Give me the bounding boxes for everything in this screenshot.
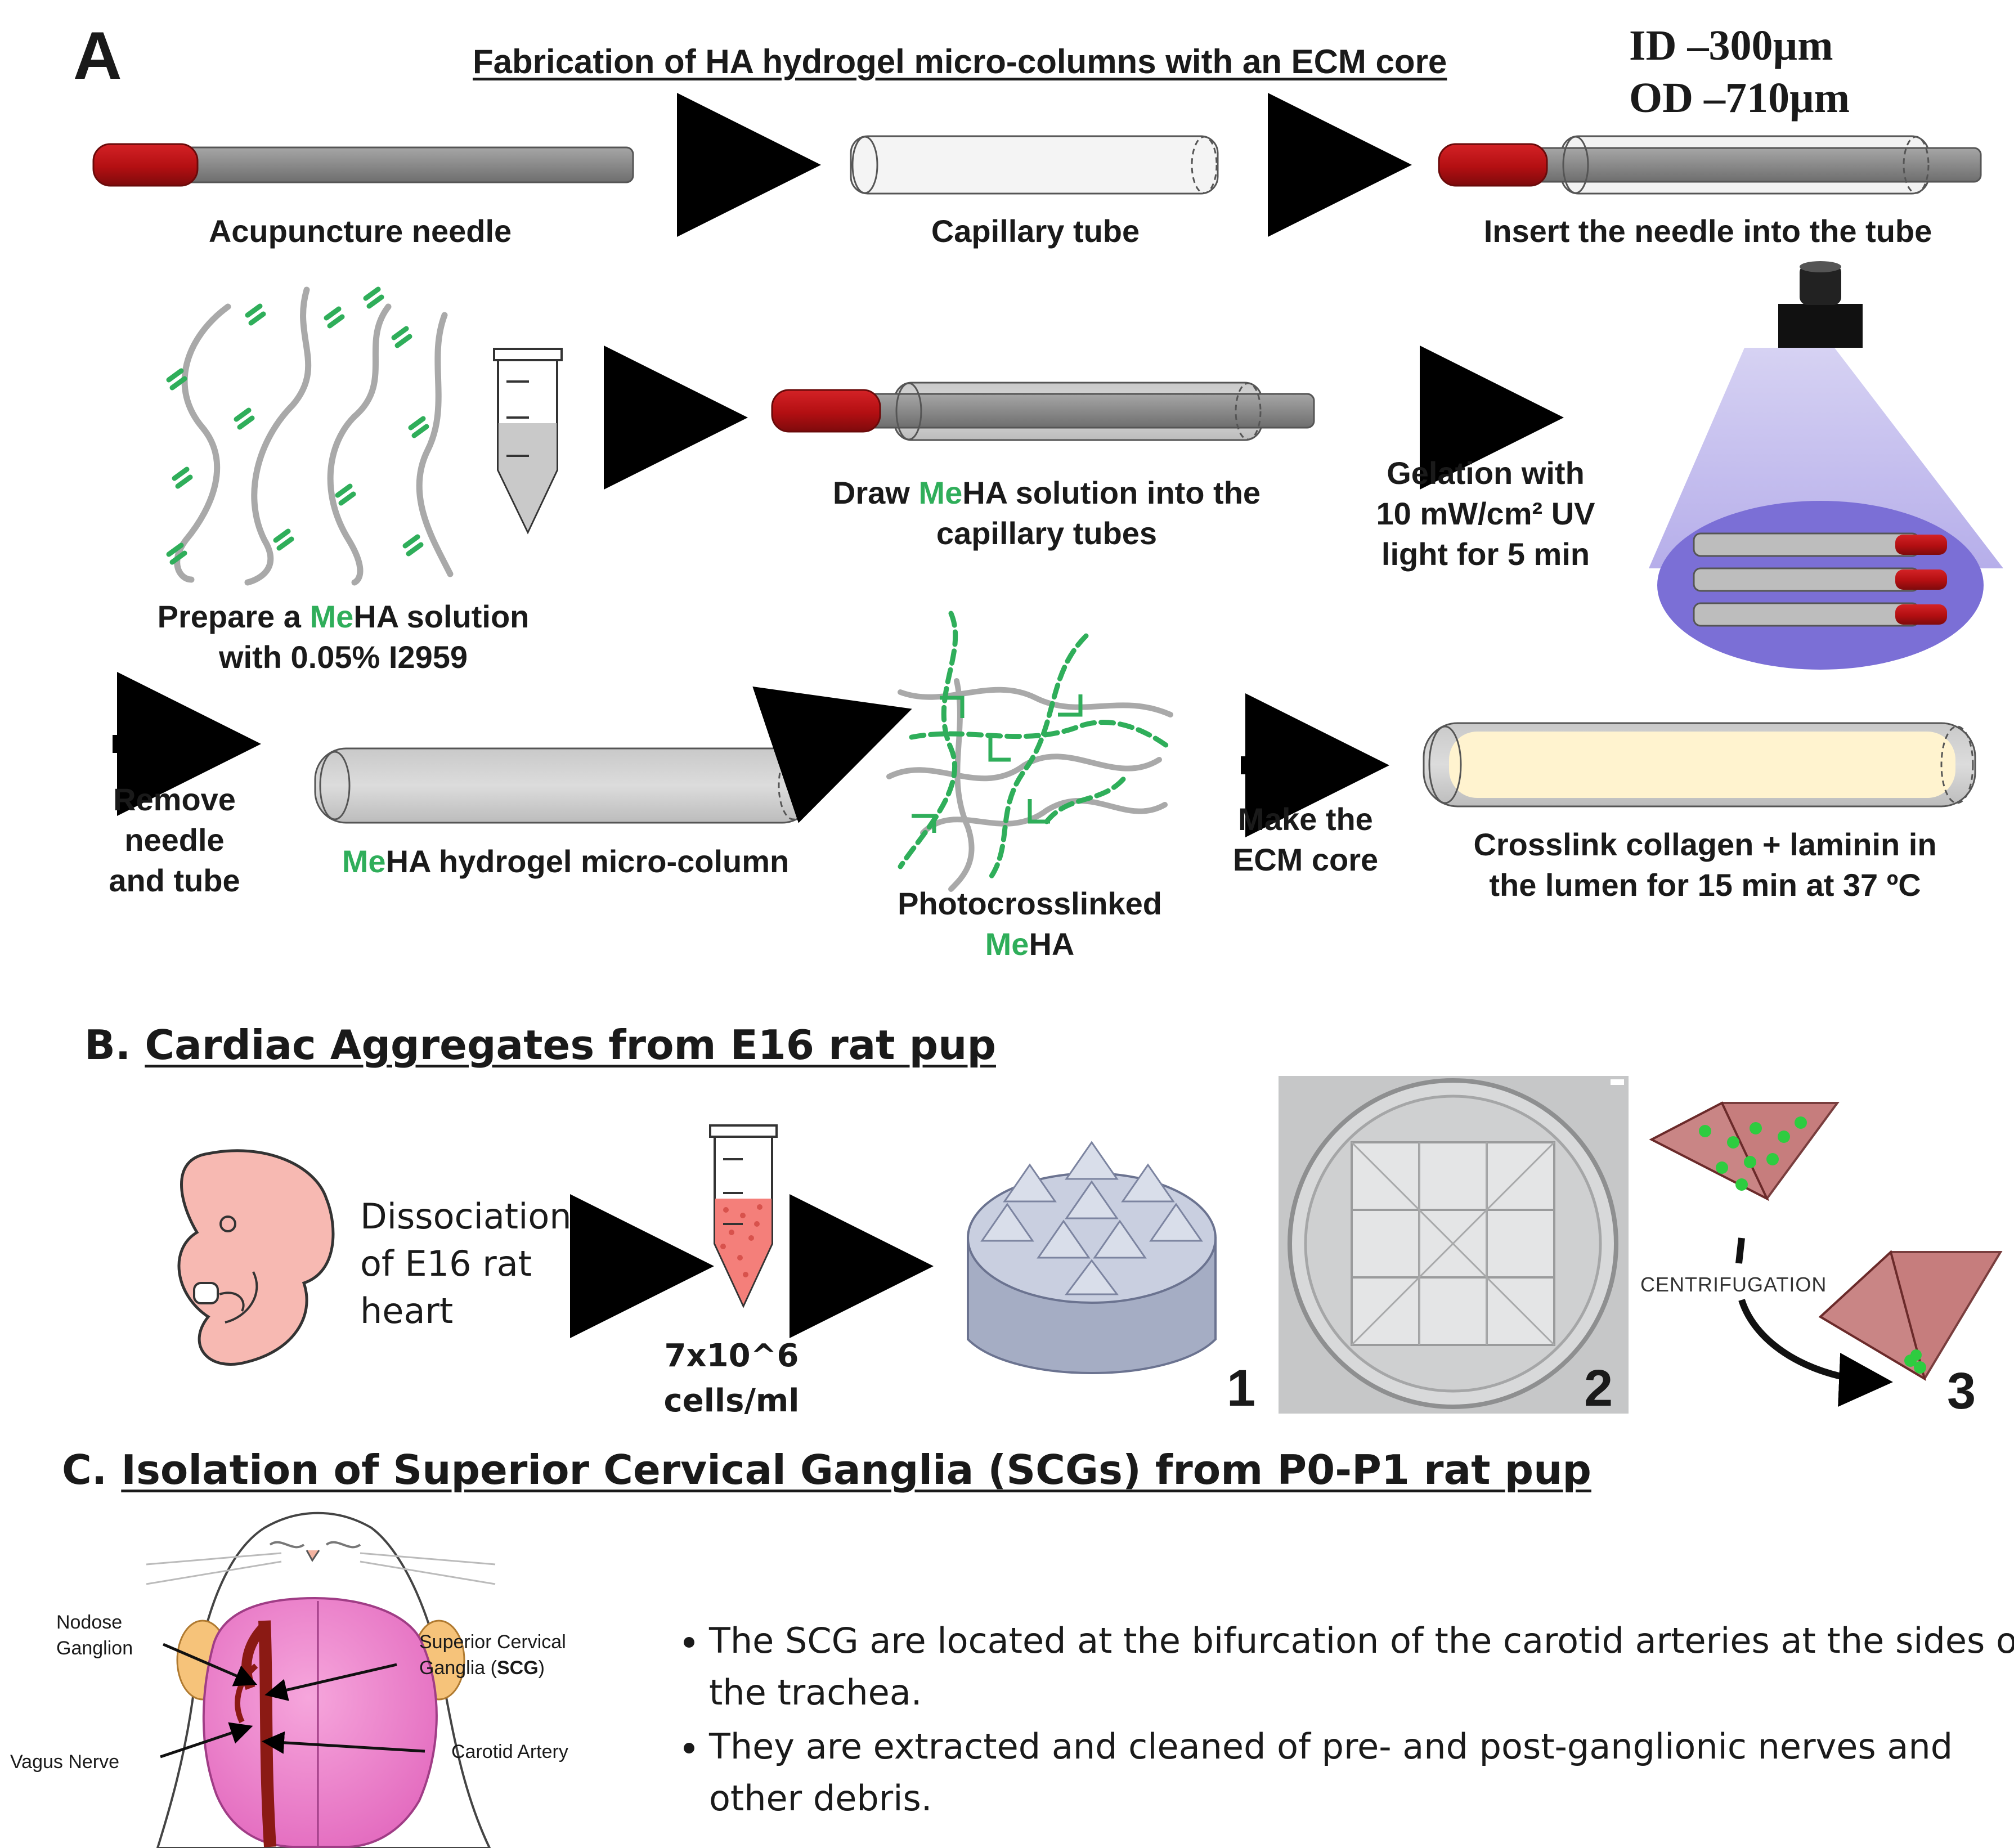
crosslink-text-2: the lumen for 15 min at 37 ºC	[1489, 867, 1921, 903]
meha-solution-tube-icon	[493, 348, 563, 535]
label-insert-needle: Insert the needle into the tube	[1483, 213, 1932, 249]
concentration-text-1: 7x10^6	[664, 1338, 799, 1374]
remove-text-2: needle	[124, 822, 225, 858]
scg-bullet-list: The SCG are located at the bifurcation o…	[658, 1615, 2014, 1827]
scg-text-2: Ganglia (	[419, 1657, 497, 1679]
ecm-text-1: Make the	[1238, 801, 1373, 837]
panel-a-title: Fabrication of HA hydrogel micro-columns…	[473, 43, 1447, 80]
bullet-item: They are extracted and cleaned of pre- a…	[709, 1721, 2014, 1824]
prepare-highlight: Me	[309, 599, 354, 634]
meha-micro-column-icon	[314, 747, 814, 824]
column-highlight: Me	[342, 844, 386, 879]
prepare-text-2: HA solution	[353, 599, 530, 634]
photo-highlight: Me	[985, 926, 1029, 962]
panel-a-letter: A	[73, 18, 122, 93]
meha-polymer-chains-icon	[174, 286, 454, 586]
label-photocrosslinked: Photocrosslinked MeHA	[861, 883, 1199, 965]
acupuncture-needle-icon	[92, 143, 634, 187]
nodose-text-1: Nodose	[56, 1612, 123, 1633]
step-number-2: 2	[1584, 1360, 1613, 1417]
dissociation-text-3: heart	[360, 1290, 454, 1331]
photo-text-1: Photocrosslinked	[898, 886, 1162, 921]
draw-text-3: capillary tubes	[936, 515, 1158, 551]
remove-text-1: Remove	[113, 782, 236, 817]
rat-embryo-icon	[177, 1149, 335, 1366]
draw-text-2: HA solution into the	[962, 475, 1261, 510]
outer-diameter-label: OD –710µm	[1629, 74, 1850, 122]
crosslink-text-1: Crosslink collagen + laminin in	[1473, 827, 1937, 862]
pyramid-mold-icon	[967, 1141, 1217, 1374]
needle-in-tube-icon	[1438, 135, 1982, 195]
vagus-nerve-label: Vagus Nerve	[10, 1751, 120, 1773]
step-number-1: 1	[1227, 1360, 1256, 1417]
centrifugation-wells-icon	[1649, 1101, 2003, 1407]
panel-c-heading: C. Isolation of Superior Cervical Gangli…	[62, 1446, 1591, 1493]
capillary-tube-icon	[850, 135, 1219, 195]
cell-concentration-label: 7x10^6 cells/ml	[647, 1334, 816, 1424]
remove-text-3: and tube	[109, 863, 240, 898]
panel-c-letter: C.	[62, 1446, 107, 1493]
label-crosslink: Crosslink collagen + laminin in the lume…	[1407, 824, 2003, 905]
nodose-text-2: Ganglion	[56, 1638, 133, 1659]
label-prepare-meha: Prepare a MeHA solution with 0.05% I2959	[90, 596, 596, 678]
gelation-text-2: 10 mW/cm² UV	[1376, 496, 1595, 531]
bullet-item: The SCG are located at the bifurcation o…	[709, 1615, 2014, 1719]
photo-text-2: HA	[1029, 926, 1075, 962]
panel-b-title: Cardiac Aggregates from E16 rat pup	[145, 1021, 996, 1069]
scg-abbrev: SCG	[496, 1657, 539, 1679]
scg-label: Superior Cervical Ganglia (SCG)	[419, 1629, 566, 1681]
methacrylate-groups-icon	[166, 286, 429, 565]
dissociation-label: Dissociation of E16 rat heart	[360, 1193, 572, 1335]
concentration-text-2: cells/ml	[663, 1383, 800, 1419]
dissociation-text-2: of E16 rat	[360, 1243, 532, 1284]
centrifugation-label: CENTRIFUGATION	[1640, 1273, 1827, 1296]
ecm-core-column-icon	[1423, 722, 1976, 808]
label-acupuncture-needle: Acupuncture needle	[208, 213, 512, 249]
gelation-text-1: Gelation with	[1387, 455, 1585, 491]
panel-b-heading: B. Cardiac Aggregates from E16 rat pup	[84, 1021, 996, 1069]
dissociation-text-1: Dissociation	[360, 1196, 572, 1237]
label-remove-needle: Remove needle and tube	[62, 779, 287, 901]
scg-text-1: Superior Cervical	[419, 1631, 566, 1653]
label-draw-meha: Draw MeHA solution into the capillary tu…	[754, 473, 1339, 554]
label-capillary-tube: Capillary tube	[931, 213, 1140, 249]
column-text: HA hydrogel micro-column	[385, 844, 790, 879]
draw-text-1: Draw	[832, 475, 919, 510]
step-number-3: 3	[1947, 1362, 1976, 1420]
rat-pup-anatomy-icon	[146, 1511, 496, 1848]
prepare-text-1: Prepare a	[157, 599, 310, 634]
label-gelation: Gelation with 10 mW/cm² UV light for 5 m…	[1317, 453, 1654, 575]
label-make-ecm: Make the ECM core	[1193, 799, 1418, 880]
photocrosslinked-network-icon	[886, 611, 1173, 892]
scg-text-3: )	[538, 1657, 545, 1679]
inner-diameter-label: ID –300µm	[1629, 22, 1833, 69]
agarose-well-photo	[1279, 1076, 1629, 1414]
panel-b-letter: B.	[84, 1021, 131, 1069]
arrow-6	[752, 686, 912, 823]
filled-capillary-icon	[771, 382, 1315, 441]
cell-suspension-tube-icon	[709, 1124, 778, 1308]
prepare-text-3: with 0.05% I2959	[218, 639, 468, 675]
gelation-text-3: light for 5 min	[1381, 536, 1590, 572]
anatomy-pointer-lines	[160, 1643, 425, 1759]
ecm-text-2: ECM core	[1232, 842, 1379, 877]
uv-capillaries-icon	[1693, 532, 1947, 627]
label-meha-column: MeHA hydrogel micro-column	[293, 841, 838, 882]
nodose-ganglion-label: Nodose Ganglion	[56, 1609, 133, 1661]
panel-c-title: Isolation of Superior Cervical Ganglia (…	[121, 1446, 1591, 1493]
draw-highlight: Me	[918, 475, 963, 510]
carotid-artery-label: Carotid Artery	[451, 1741, 568, 1762]
